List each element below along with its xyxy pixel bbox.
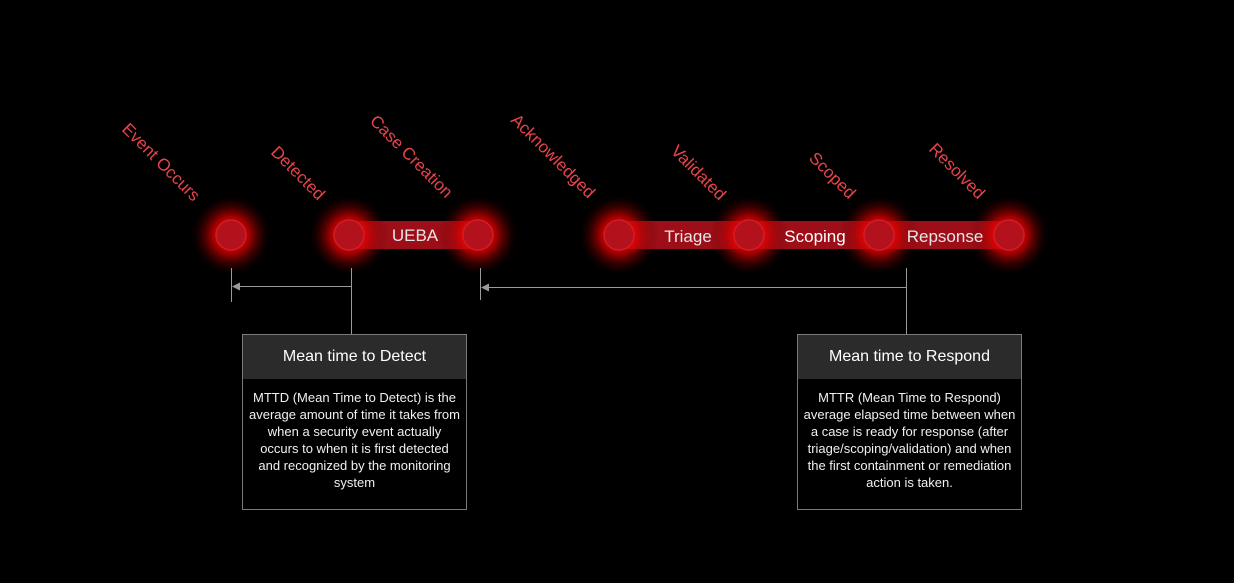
stage-label-resolved: Resolved bbox=[925, 139, 989, 203]
node-validated bbox=[709, 195, 789, 275]
stage-labels: Event Occurs Detected Case Creation Ackn… bbox=[118, 110, 989, 205]
node-detected bbox=[309, 195, 389, 275]
node-acknowledged bbox=[579, 195, 659, 275]
node-scoped bbox=[839, 195, 919, 275]
phase-label-response: Repsonse bbox=[907, 227, 984, 246]
phase-label-scoping: Scoping bbox=[784, 227, 845, 246]
stage-label-event-occurs: Event Occurs bbox=[118, 119, 204, 205]
mttr-box-title: Mean time to Respond bbox=[798, 335, 1021, 379]
mttd-box: Mean time to Detect MTTD (Mean Time to D… bbox=[242, 334, 467, 510]
stage-label-scoped: Scoped bbox=[805, 148, 859, 202]
stage-label-detected: Detected bbox=[267, 142, 329, 204]
stage-label-acknowledged: Acknowledged bbox=[507, 110, 599, 202]
node-case-creation bbox=[438, 195, 518, 275]
phase-labels: UEBA Triage Scoping Repsonse bbox=[392, 226, 983, 246]
mttr-connector bbox=[480, 268, 907, 334]
phase-label-triage: Triage bbox=[664, 227, 712, 246]
mttr-box: Mean time to Respond MTTR (Mean Time to … bbox=[797, 334, 1022, 510]
node-resolved bbox=[969, 195, 1049, 275]
stage-nodes bbox=[191, 195, 1049, 275]
mttd-box-title: Mean time to Detect bbox=[243, 335, 466, 379]
mttd-box-description: MTTD (Mean Time to Detect) is the averag… bbox=[249, 390, 460, 490]
stage-label-case-creation: Case Creation bbox=[366, 111, 456, 201]
mttd-connector bbox=[231, 268, 352, 334]
stage-label-validated: Validated bbox=[667, 141, 730, 204]
phase-label-ueba: UEBA bbox=[392, 226, 439, 245]
bar-triage-scoping-response bbox=[618, 221, 1010, 249]
node-event-occurs bbox=[191, 195, 271, 275]
mttr-box-description: MTTR (Mean Time to Respond) average elap… bbox=[803, 390, 1016, 490]
